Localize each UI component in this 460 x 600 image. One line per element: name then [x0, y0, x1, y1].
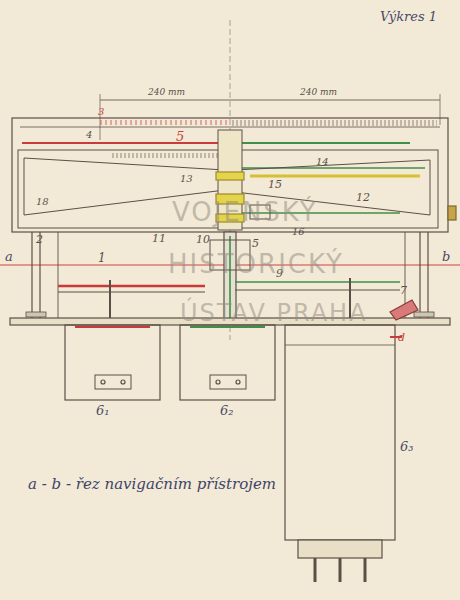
- callout-number: 16: [292, 226, 305, 237]
- callout-number: 14: [316, 156, 329, 167]
- callout-number: 5: [252, 238, 259, 250]
- callout-number: 3: [98, 106, 104, 117]
- callout-number: 2: [36, 234, 43, 246]
- section-note: a - b - řez navigačním přístrojem: [28, 476, 276, 493]
- callout-number: 4: [86, 129, 92, 140]
- callout-number: 15: [268, 179, 282, 191]
- dimension-label: 240 mm: [300, 88, 337, 98]
- callout-number: 12: [356, 192, 370, 204]
- callout-number: 6₃: [400, 440, 413, 454]
- callout-number: d: [398, 332, 405, 344]
- sheet-title: Výkres 1: [380, 10, 437, 24]
- callout-number: 10: [196, 234, 210, 246]
- watermark-text: ÚSTAV PRAHA: [180, 300, 368, 326]
- callout-number: 18: [36, 196, 49, 207]
- watermark-text: HISTORICKÝ: [168, 250, 344, 279]
- watermark-text: VOJENSKÝ: [172, 198, 318, 227]
- callout-number: 1: [98, 252, 106, 265]
- dimension-label: 240 mm: [148, 88, 185, 98]
- callout-number: 11: [152, 233, 166, 245]
- section-mark: a: [5, 250, 13, 264]
- callout-number: 6₂: [220, 404, 233, 418]
- callout-number: 13: [180, 173, 193, 184]
- callout-number: 5: [176, 130, 184, 144]
- callout-number: 7: [400, 285, 407, 297]
- section-mark: b: [442, 250, 450, 264]
- callout-number: 6₁: [96, 404, 109, 418]
